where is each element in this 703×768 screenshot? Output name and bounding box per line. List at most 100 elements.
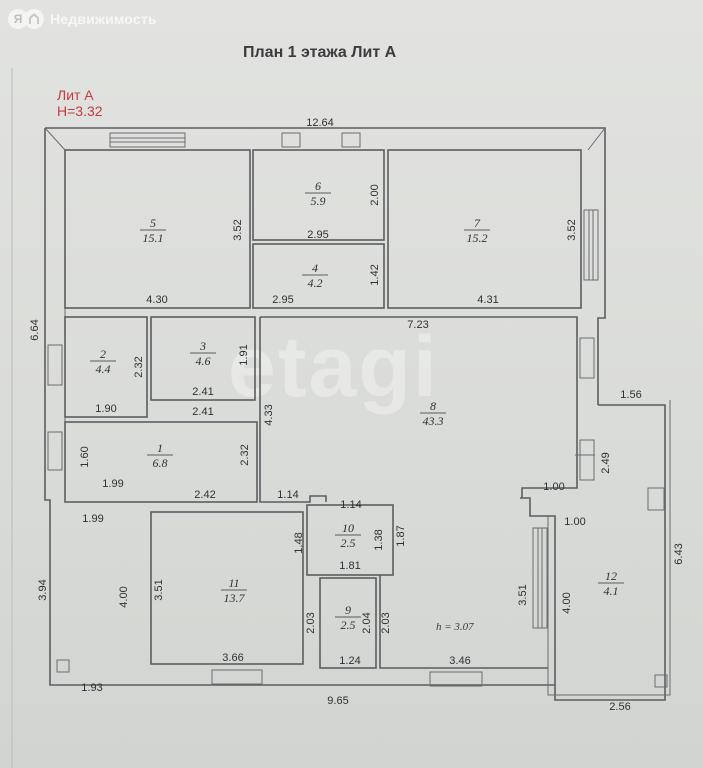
dimension-label: 1.87 [395,525,407,546]
room-labels: 16.824.434.644.2515.165.9715.2843.392.51… [90,179,624,632]
dimension-label: 3.94 [37,579,49,600]
dimension-label: 3.51 [517,584,529,605]
dimension-label: 1.00 [564,516,585,528]
dimension-label: 12.64 [306,117,334,129]
window-right-room7 [583,209,599,281]
room-area-5: 15.1 [143,231,164,245]
lit-name: Лит А [57,87,94,103]
room-10-outline [306,504,394,576]
lit-height: Н=3.32 [57,103,103,119]
room-2-outline [64,316,148,418]
room-number-7: 7 [474,216,481,230]
room-number-5: 5 [150,216,156,230]
dimension-label: 1.90 [95,403,116,415]
dimension-label: 3.46 [449,655,470,667]
room-3-outline [150,316,256,401]
room-number-12: 12 [605,569,617,583]
brand-header[interactable]: Я Недвижимость [8,9,157,29]
yandex-logo-icon: Я [8,9,28,29]
dimension-label: 1.81 [339,560,360,572]
dimension-label: 1.00 [543,481,564,493]
room-1-outline [64,421,258,503]
plan-title: План 1 этажа Лит А [243,44,397,61]
annex-wall [554,404,666,701]
room-number-11: 11 [228,576,239,590]
dimension-label: 1.42 [369,264,381,285]
window-bottom [211,669,483,687]
dimension-label: 1.14 [340,499,361,511]
dimension-label: 4.33 [263,404,275,425]
dimension-label: 2.41 [192,386,213,398]
dimension-label: 4.00 [118,586,130,607]
dimension-label: 1.56 [620,389,641,401]
room-4-outline [252,243,385,309]
dimension-label: 7.23 [407,319,428,331]
realty-logo-icon [24,9,44,29]
dimension-label: 2.00 [369,184,381,205]
room-area-12: 4.1 [604,584,619,598]
dimension-label: 2.56 [609,701,630,713]
room-number-2: 2 [100,347,106,361]
room-number-3: 3 [199,339,206,353]
dimension-label: 3.52 [232,219,244,240]
room-number-9: 9 [345,603,351,617]
outer-wall [45,127,606,405]
window-top-left [109,132,186,148]
dimension-label: 2.49 [600,452,612,473]
room-area-11: 13.7 [224,591,246,605]
brand-name: Недвижимость [50,11,157,27]
room-area-10: 2.5 [341,536,356,550]
room-number-1: 1 [157,441,163,455]
etagi-watermark: etagi [228,319,439,415]
room-number-10: 10 [342,521,354,535]
room-9-outline [319,577,377,669]
window-left [47,344,63,471]
dimension-label: 1.38 [373,529,385,550]
dimension-label: 2.03 [380,612,392,633]
room-11-outline [150,511,304,665]
room-area-3: 4.6 [196,354,211,368]
dimension-label: 3.66 [222,652,243,664]
dimension-label: 4.30 [146,294,167,306]
dimension-label: 2.41 [192,406,213,418]
dimension-label: 6.43 [673,543,685,564]
dimension-label: 2.04 [361,612,373,633]
dimension-label: 1.48 [293,532,305,553]
room-number-6: 6 [315,179,321,193]
dimension-label: 1.99 [82,513,103,525]
dimension-label: 1.24 [339,655,360,667]
room-7-outline [387,149,582,309]
room-5-outline [64,149,251,309]
room-number-8: 8 [430,399,436,413]
window-top-middle [281,132,361,148]
room-area-7: 15.2 [467,231,488,245]
dimension-label: 2.42 [194,489,215,501]
dimension-label: 1.60 [79,446,91,467]
dimension-label: 2.95 [272,294,293,306]
dimension-label: 2.95 [307,229,328,241]
dimension-label: 1.14 [277,489,298,501]
room-area-9: 2.5 [341,618,356,632]
room-8-outline [260,316,578,498]
dimension-label: 6.64 [29,319,41,340]
room-area-6: 5.9 [311,194,326,208]
window-right-hall [579,337,595,481]
stairs-entrance [532,527,548,629]
room-6-outline [252,149,385,241]
dimension-label: 1.91 [238,344,250,365]
dimension-label: 1.93 [81,682,102,694]
dimension-label: 3.52 [566,219,578,240]
dimension-labels: 12.64 6.64 3.52 4.30 2.00 2.95 1.42 2.95 3.52 4.3… [29,117,685,713]
room-area-2: 4.4 [96,362,111,376]
dimension-label: 2.32 [239,444,251,465]
dimension-label: 3.51 [153,579,165,600]
dimension-label: 9.65 [327,695,348,707]
dimension-label: 1.99 [102,478,123,490]
dimension-label: 4.31 [477,294,498,306]
room-area-4: 4.2 [308,276,323,290]
room-number-4: 4 [312,261,318,275]
ceiling-height-note: h = 3.07 [436,621,474,633]
room-area-1: 6.8 [153,456,168,470]
room-area-8: 43.3 [423,414,444,428]
